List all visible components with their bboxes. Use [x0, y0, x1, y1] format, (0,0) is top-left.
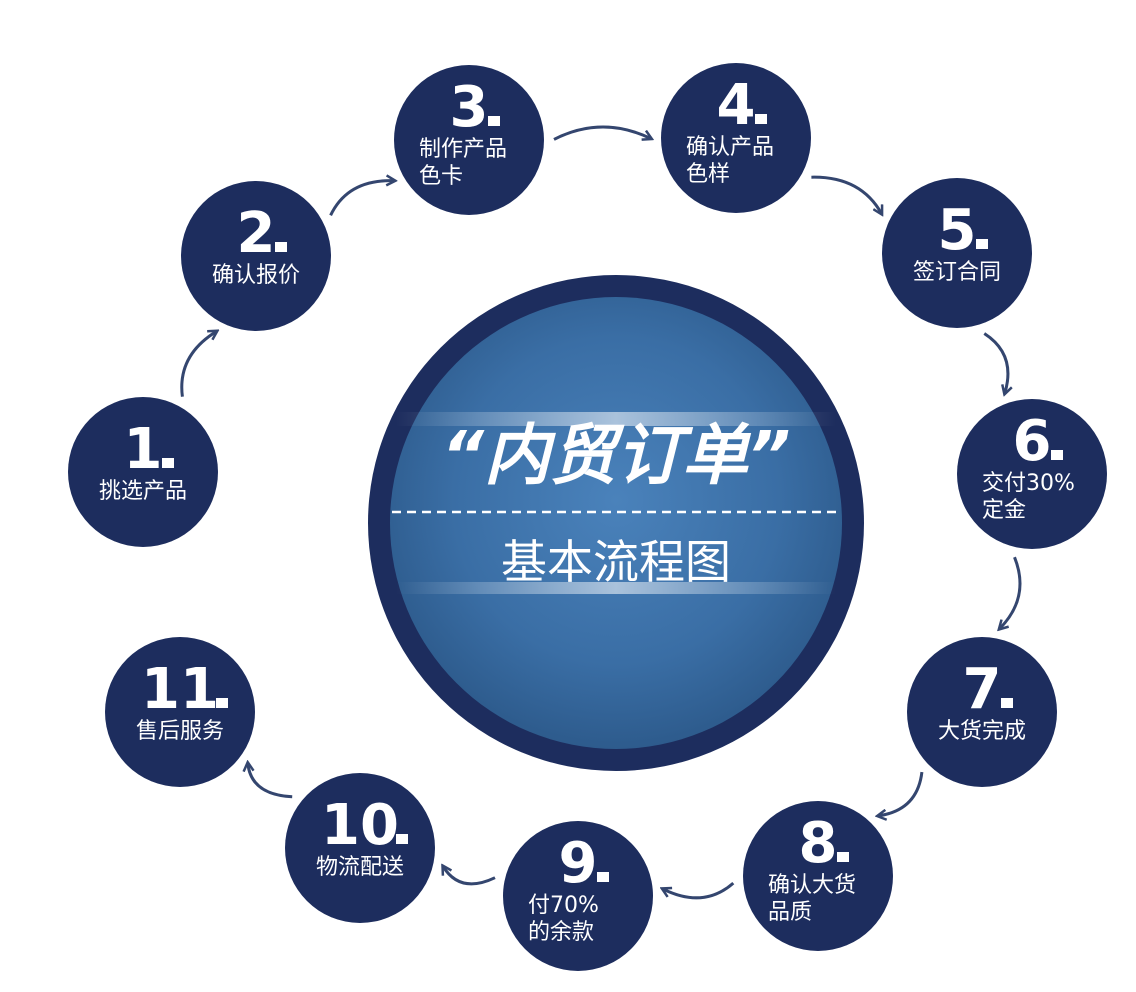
step-circle [105, 637, 255, 787]
step-number-dot [488, 116, 500, 126]
step-number-dot [837, 852, 849, 862]
step-number-dot [755, 114, 767, 124]
step-label: 物流配送 [316, 855, 404, 880]
step-number: 5 [938, 198, 977, 263]
center-inner-disc [390, 297, 842, 749]
step-number: 10 [321, 793, 399, 858]
step-number-dot [1001, 698, 1013, 708]
flow-arrow [983, 332, 1008, 394]
step-number: 11 [141, 657, 219, 722]
flow-arrow [180, 331, 217, 397]
step-number-dot [162, 458, 174, 468]
step-circle [882, 178, 1032, 328]
step-number: 8 [799, 811, 838, 876]
step-number: 2 [237, 201, 276, 266]
step-number: 3 [450, 75, 489, 140]
step-label: 确认产品 [686, 135, 774, 160]
step-number: 7 [963, 657, 1002, 722]
step-circle [394, 65, 544, 215]
step-label: 的余款 [528, 920, 594, 945]
step-number-dot [1051, 450, 1063, 460]
step-number-dot [216, 698, 228, 708]
flow-arrow [878, 771, 924, 816]
flow-arrows [180, 125, 1022, 900]
step-circle [743, 801, 893, 951]
step-circle [181, 181, 331, 331]
center-circle: “内贸订单” 基本流程图 [368, 275, 864, 771]
step-label: 色样 [686, 162, 730, 187]
step-label: 交付30% [982, 471, 1075, 496]
flow-arrow [663, 881, 735, 900]
step-label: 付70% [528, 893, 599, 918]
center-highlight-top [396, 412, 836, 426]
step-number: 6 [1013, 409, 1052, 474]
step-circle [957, 399, 1107, 549]
step-label: 品质 [768, 900, 812, 925]
flow-arrow [553, 125, 651, 139]
center-title: “内贸订单” [441, 417, 790, 494]
step-circle [503, 821, 653, 971]
step-number: 4 [717, 73, 756, 138]
step-circle [661, 63, 811, 213]
step-label: 签订合同 [913, 260, 1001, 285]
step-number-dot [275, 242, 287, 252]
step-circle [285, 773, 435, 923]
step-label: 定金 [982, 498, 1026, 523]
step-label: 大货完成 [938, 719, 1026, 744]
step-number-dot [597, 872, 609, 882]
flow-arrow [811, 175, 881, 214]
center-subtitle: 基本流程图 [501, 535, 731, 589]
step-label: 色卡 [419, 164, 463, 189]
step-label: 确认大货 [768, 873, 856, 898]
step-label: 制作产品 [419, 137, 507, 162]
flow-arrow [1000, 556, 1022, 629]
step-label: 确认报价 [212, 263, 300, 288]
step-number-dot [976, 239, 988, 249]
step-number: 1 [124, 417, 163, 482]
flow-arrow [443, 866, 496, 886]
flow-arrow [248, 763, 293, 799]
step-circle [68, 397, 218, 547]
flow-arrow [329, 181, 395, 216]
step-label: 售后服务 [136, 719, 224, 744]
step-number-dot [396, 834, 408, 844]
step-circle [907, 637, 1057, 787]
step-label: 挑选产品 [99, 479, 187, 504]
center-highlight-bottom [396, 582, 836, 594]
step-number: 9 [559, 831, 598, 896]
